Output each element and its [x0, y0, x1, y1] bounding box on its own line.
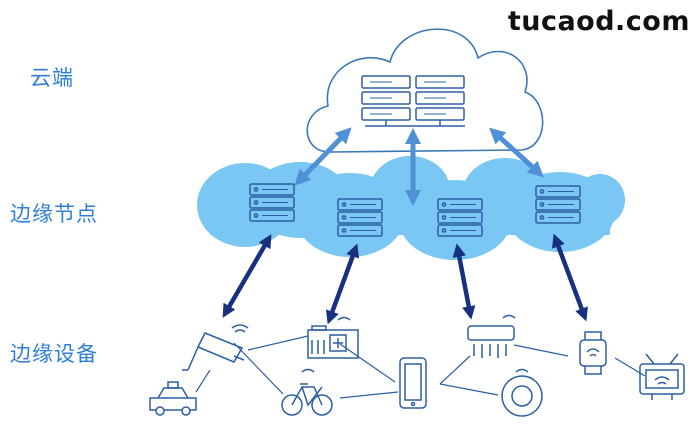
device-network-lines — [195, 335, 646, 399]
robot-vacuum-icon — [501, 368, 543, 417]
edge-device-layer-label: 边缘设备 — [10, 342, 98, 366]
server-icon — [249, 183, 295, 222]
bicycle-icon — [281, 368, 333, 416]
cloud-layer-label: 云端 — [30, 66, 74, 90]
security-camera-icon — [182, 324, 249, 371]
watermark: tucaod.com — [507, 6, 690, 37]
air-conditioner-icon — [467, 314, 516, 358]
server-icon — [437, 198, 483, 237]
server-icon — [535, 185, 581, 224]
edge-device-arrows — [222, 233, 588, 325]
smartwatch-icon — [579, 331, 607, 375]
server-rack-icon — [361, 75, 465, 127]
smartphone-icon — [399, 357, 427, 409]
smart-tv-icon — [639, 353, 685, 400]
taxi-icon — [149, 381, 197, 416]
server-icon — [337, 198, 383, 237]
edge-node-layer-label: 边缘节点 — [10, 202, 98, 226]
hospital-icon — [307, 316, 359, 359]
cloud-shape — [306, 28, 544, 153]
cloud-edge-arrows — [294, 127, 544, 207]
